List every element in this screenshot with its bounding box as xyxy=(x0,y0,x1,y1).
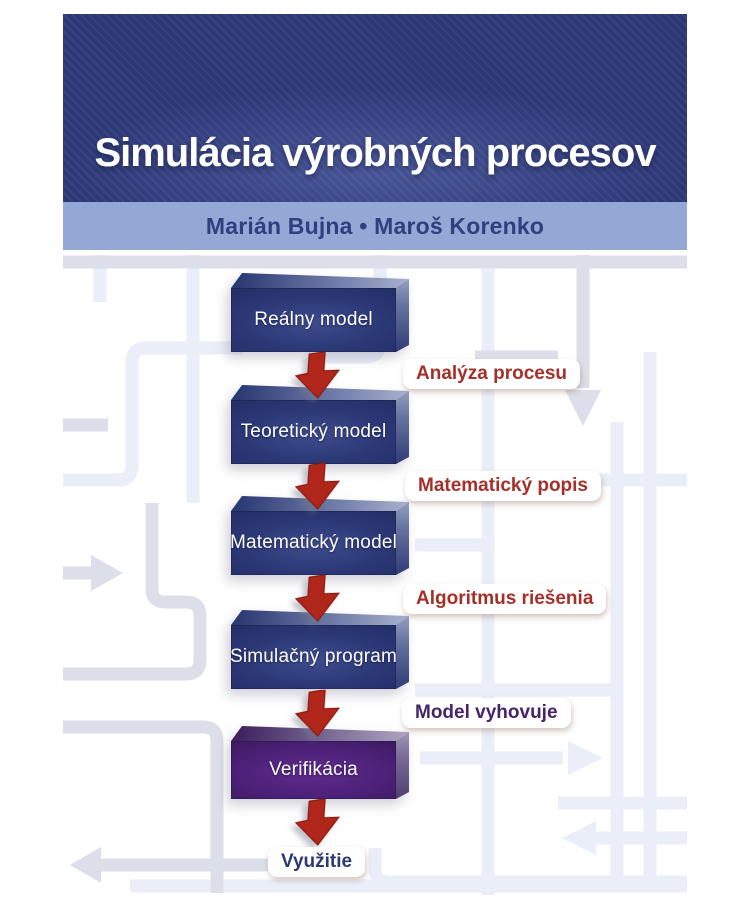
cover-header: Simulácia výrobných procesov xyxy=(63,14,687,202)
box-side-face xyxy=(396,502,409,575)
step-label-algoritmus-riesenia: Algoritmus riešenia xyxy=(403,584,607,614)
final-label-vyuzitie: Využitie xyxy=(268,847,366,877)
box-side-face xyxy=(396,279,409,352)
step-label-analyza-procesu: Analýza procesu xyxy=(403,359,580,389)
down-arrow-icon xyxy=(294,798,341,846)
box-side-face xyxy=(396,732,409,799)
box-side-face xyxy=(396,616,409,689)
box-front-face: Teoretický model xyxy=(231,400,396,464)
down-arrow-icon xyxy=(294,689,341,737)
step-label-matematicky-popis: Matematický popis xyxy=(405,471,601,501)
flow-box-realny-model: Reálny model xyxy=(231,271,409,356)
flow-box-teoreticky-model: Teoretický model xyxy=(231,383,409,468)
flow-box-label: Matematický model xyxy=(229,532,398,553)
box-front-face: Simulačný program xyxy=(229,625,398,689)
book-title: Simulácia výrobných procesov xyxy=(94,131,656,175)
flow-box-label: Reálny model xyxy=(254,309,373,330)
box-front-face: Verifikácia xyxy=(231,741,396,799)
box-side-face xyxy=(396,391,409,464)
authors-band: Marián Bujna • Maroš Korenko xyxy=(63,202,687,250)
flow-box-label: Verifikácia xyxy=(269,759,358,780)
circuit-background-pattern xyxy=(63,255,687,895)
authors-names: Marián Bujna • Maroš Korenko xyxy=(205,212,545,239)
step-label-model-vyhovuje: Model vyhovuje xyxy=(402,698,571,728)
down-arrow-icon xyxy=(294,351,341,399)
flow-box-matematicky-model: Matematický model xyxy=(229,494,409,579)
down-arrow-icon xyxy=(294,574,341,622)
box-front-face: Matematický model xyxy=(229,511,398,575)
flow-box-label: Teoretický model xyxy=(240,421,387,442)
down-arrow-icon xyxy=(294,462,341,510)
box-front-face: Reálny model xyxy=(231,288,396,352)
flow-box-label: Simulačný program xyxy=(229,646,398,667)
